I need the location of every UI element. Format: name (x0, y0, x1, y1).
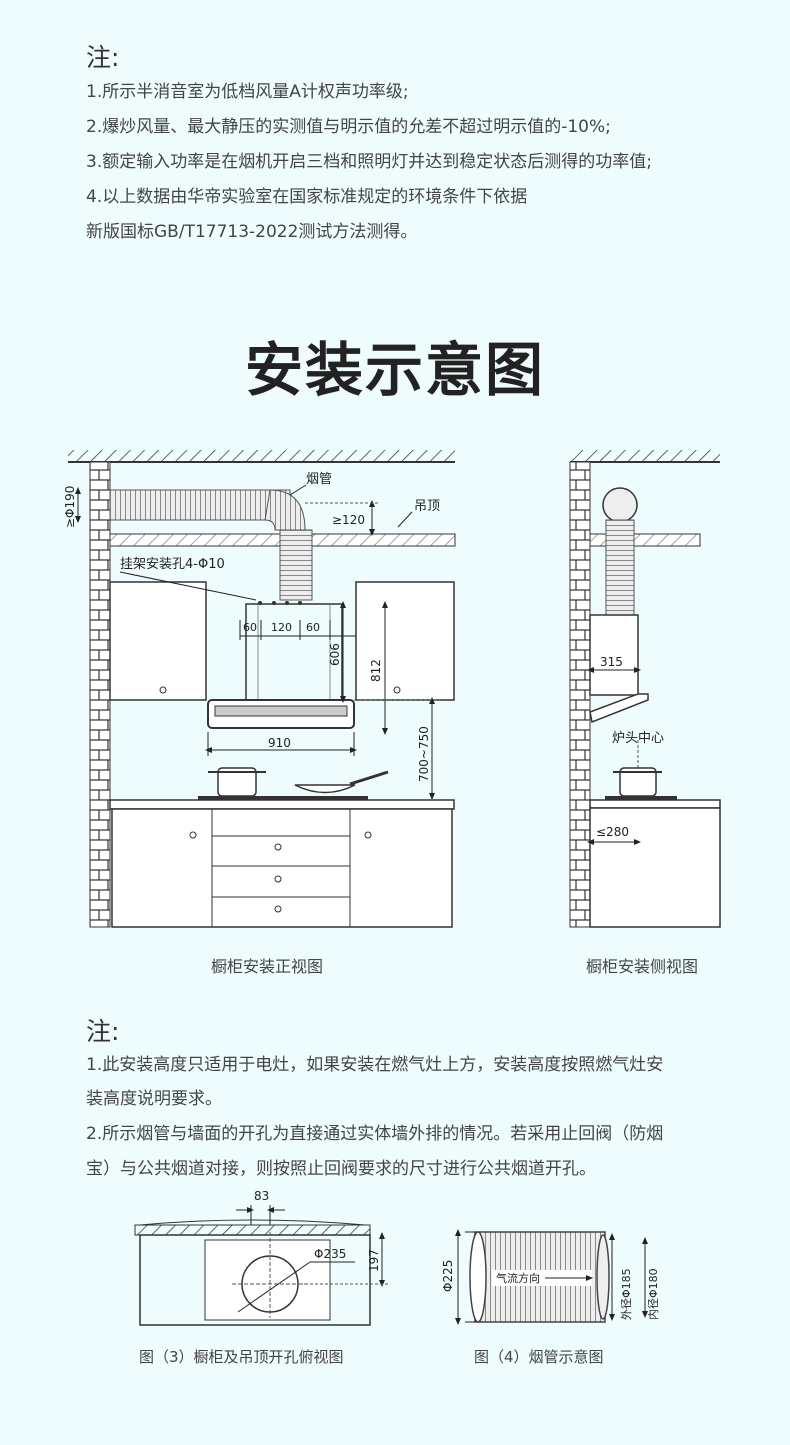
front-view-caption: 橱柜安装正视图 (211, 957, 324, 976)
burner-center-label: 炉头中心 (612, 731, 664, 746)
dim-225: Φ225 (441, 1260, 455, 1292)
pan-icon (294, 784, 356, 794)
gap-label: ≥120 (332, 513, 365, 527)
pot-icon (217, 767, 257, 797)
inner-dia-label: 内径Φ180 (646, 1268, 660, 1320)
dim-197: 197 (367, 1249, 381, 1272)
notes-mid-heading: 注: (86, 1017, 120, 1046)
dim-700-750: 700~750 (417, 726, 431, 782)
dim-235: Φ235 (314, 1247, 346, 1261)
fig3-top-view: 83 Φ235 197 (134, 1189, 388, 1326)
side-view: 315 炉头中心 ≤280 (569, 450, 721, 928)
section-title: 安装示意图 (244, 336, 545, 404)
note-line: 宝）与公共烟道对接，则按照止回阀要求的尺寸进行公共烟道开孔。 (86, 1159, 596, 1179)
duct-pipe (109, 489, 291, 521)
dim-280: ≤280 (596, 825, 629, 839)
note-line: 2.爆炒风量、最大静压的实测值与明示值的允差不超过明示值的-10%; (86, 117, 611, 137)
front-view: 烟管 吊顶 挂架安装孔4-Φ10 ≥Φ190 ≥120 60 120 60 60… (63, 450, 456, 928)
duct-label: 烟管 (306, 472, 332, 487)
dim-120: 120 (271, 621, 292, 634)
note-line: 装高度说明要求。 (86, 1089, 222, 1109)
cabinet-outline (139, 1234, 371, 1326)
outer-dia-label: 外径Φ185 (620, 1268, 633, 1320)
note-line: 3.额定输入功率是在烟机开启三档和照明灯并达到稳定状态后测得的功率值; (86, 152, 652, 172)
dim-315: 315 (600, 655, 623, 669)
dim-60-left: 60 (243, 621, 257, 634)
lower-cabinet (111, 808, 453, 928)
hood-side (589, 614, 639, 696)
fig3-caption: 图（3）橱柜及吊顶开孔俯视图 (139, 1348, 344, 1366)
bracket-label: 挂架安装孔4-Φ10 (120, 557, 225, 572)
dim-606: 606 (328, 643, 342, 666)
note-line: 新版国标GB/T17713-2022测试方法测得。 (86, 222, 418, 242)
duct-section (602, 487, 638, 523)
dim-812: 812 (369, 659, 383, 682)
upper-cabinet-right (355, 581, 455, 701)
note-line: 1.此安装高度只适用于电灶，如果安装在燃气灶上方，安装高度按照燃气灶安 (86, 1055, 664, 1075)
note-line: 1.所示半消音室为低档风量A计权声功率级; (86, 82, 409, 102)
fig4-duct: Φ225 气流方向 外径Φ185 内径Φ180 (441, 1229, 660, 1325)
brick-wall-side (569, 461, 591, 928)
airflow-label: 气流方向 (496, 1271, 540, 1285)
side-view-caption: 橱柜安装侧视图 (586, 957, 699, 976)
note-line: 4.以上数据由华帝实验室在国家标准规定的环境条件下依据 (86, 187, 528, 207)
note-line: 2.所示烟管与墙面的开孔为直接通过实体墙外排的情况。若采用止回阀（防烟 (86, 1124, 664, 1144)
notes-top-heading: 注: (86, 43, 120, 72)
ceiling-label: 吊顶 (414, 499, 440, 514)
dim-910: 910 (268, 736, 291, 750)
brick-wall (89, 461, 111, 928)
duct-dia-label: ≥Φ190 (63, 486, 77, 528)
dim-60-right: 60 (306, 621, 320, 634)
fig4-caption: 图（4）烟管示意图 (474, 1348, 604, 1366)
dim-83: 83 (254, 1189, 269, 1203)
countertop (109, 799, 455, 810)
upper-cabinet-left (109, 581, 207, 701)
